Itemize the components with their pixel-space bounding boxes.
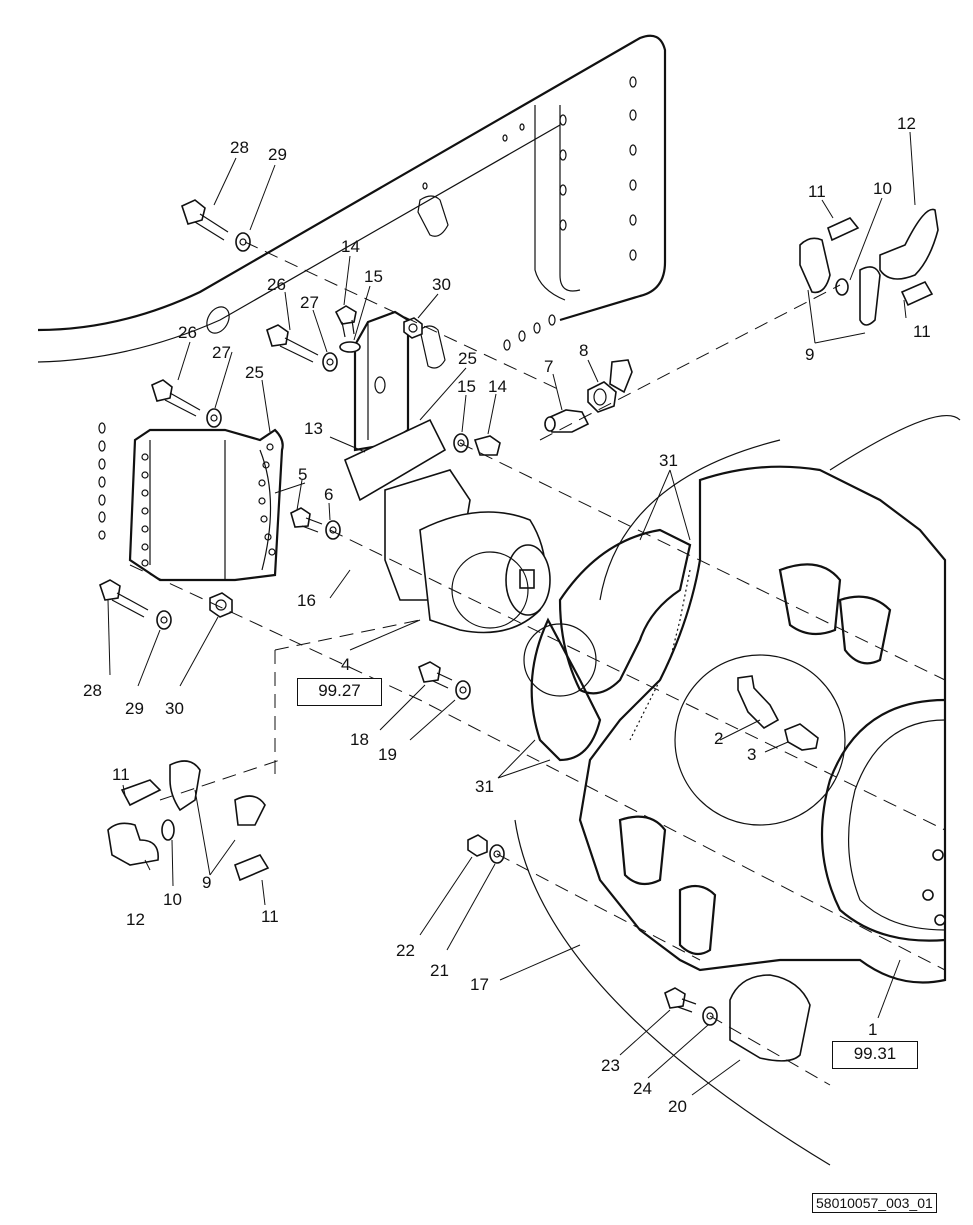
callout-19: 19 xyxy=(378,745,397,764)
callout-17: 17 xyxy=(470,975,489,994)
callout-1: 1 xyxy=(868,1020,877,1039)
callout-25: 25 xyxy=(245,363,264,382)
callout-24: 24 xyxy=(633,1079,652,1098)
lower-left-fittings xyxy=(107,760,270,882)
callout-2: 2 xyxy=(714,729,723,748)
callout-20: 20 xyxy=(668,1097,687,1116)
callout-31: 31 xyxy=(475,777,494,796)
callout-11: 11 xyxy=(808,182,826,201)
sprocket-flange xyxy=(514,414,961,1166)
callout-30: 30 xyxy=(165,699,184,718)
callout-5: 5 xyxy=(298,465,307,484)
callout-26: 26 xyxy=(178,323,197,342)
callout-9: 9 xyxy=(202,873,211,892)
callout-30: 30 xyxy=(432,275,451,294)
upper-right-fittings xyxy=(799,208,939,326)
callout-13: 13 xyxy=(304,419,323,438)
chassis-frame-rail xyxy=(37,34,667,363)
callout-6: 6 xyxy=(324,485,333,504)
callout-21: 21 xyxy=(430,961,449,980)
callout-27: 27 xyxy=(212,343,231,362)
leader-lines xyxy=(107,131,916,1096)
callout-18: 18 xyxy=(350,730,369,749)
callout-31: 31 xyxy=(659,451,678,470)
callout-12: 12 xyxy=(897,114,916,133)
callout-4: 4 xyxy=(341,655,350,674)
callout-9: 9 xyxy=(805,345,814,364)
mounting-bracket xyxy=(98,422,284,582)
callout-7: 7 xyxy=(544,357,553,376)
callout-11: 11 xyxy=(261,907,279,926)
callout-10: 10 xyxy=(163,890,182,909)
callout-27: 27 xyxy=(300,293,319,312)
callout-15: 15 xyxy=(364,267,383,286)
hardware-parts xyxy=(99,199,819,1062)
callout-16: 16 xyxy=(297,591,316,610)
callout-15: 15 xyxy=(457,377,476,396)
callout-11: 11 xyxy=(913,322,931,341)
reference-box-99-31[interactable]: 99.31 xyxy=(832,1041,918,1069)
callout-29: 29 xyxy=(268,145,287,164)
reference-box-99-27[interactable]: 99.27 xyxy=(297,678,382,706)
callout-10: 10 xyxy=(873,179,892,198)
callout-11: 11 xyxy=(112,765,130,784)
wheel-hub xyxy=(820,698,946,942)
hydraulic-motor xyxy=(343,418,597,697)
callout-29: 29 xyxy=(125,699,144,718)
callout-labels: 28 29 14 15 30 26 27 26 27 25 25 15 14 7… xyxy=(83,114,931,1116)
callout-26: 26 xyxy=(267,275,286,294)
callout-12: 12 xyxy=(126,910,145,929)
callout-14: 14 xyxy=(341,237,360,256)
callout-14: 14 xyxy=(488,377,507,396)
callout-22: 22 xyxy=(396,941,415,960)
document-id: 58010057_003_01 xyxy=(812,1193,937,1213)
callout-8: 8 xyxy=(579,341,588,360)
callout-25: 25 xyxy=(458,349,477,368)
callout-3: 3 xyxy=(747,745,756,764)
callout-28: 28 xyxy=(230,138,249,157)
callout-23: 23 xyxy=(601,1056,620,1075)
callout-28: 28 xyxy=(83,681,102,700)
assembly-centerlines xyxy=(129,241,946,1086)
bracket-holes xyxy=(141,443,276,567)
